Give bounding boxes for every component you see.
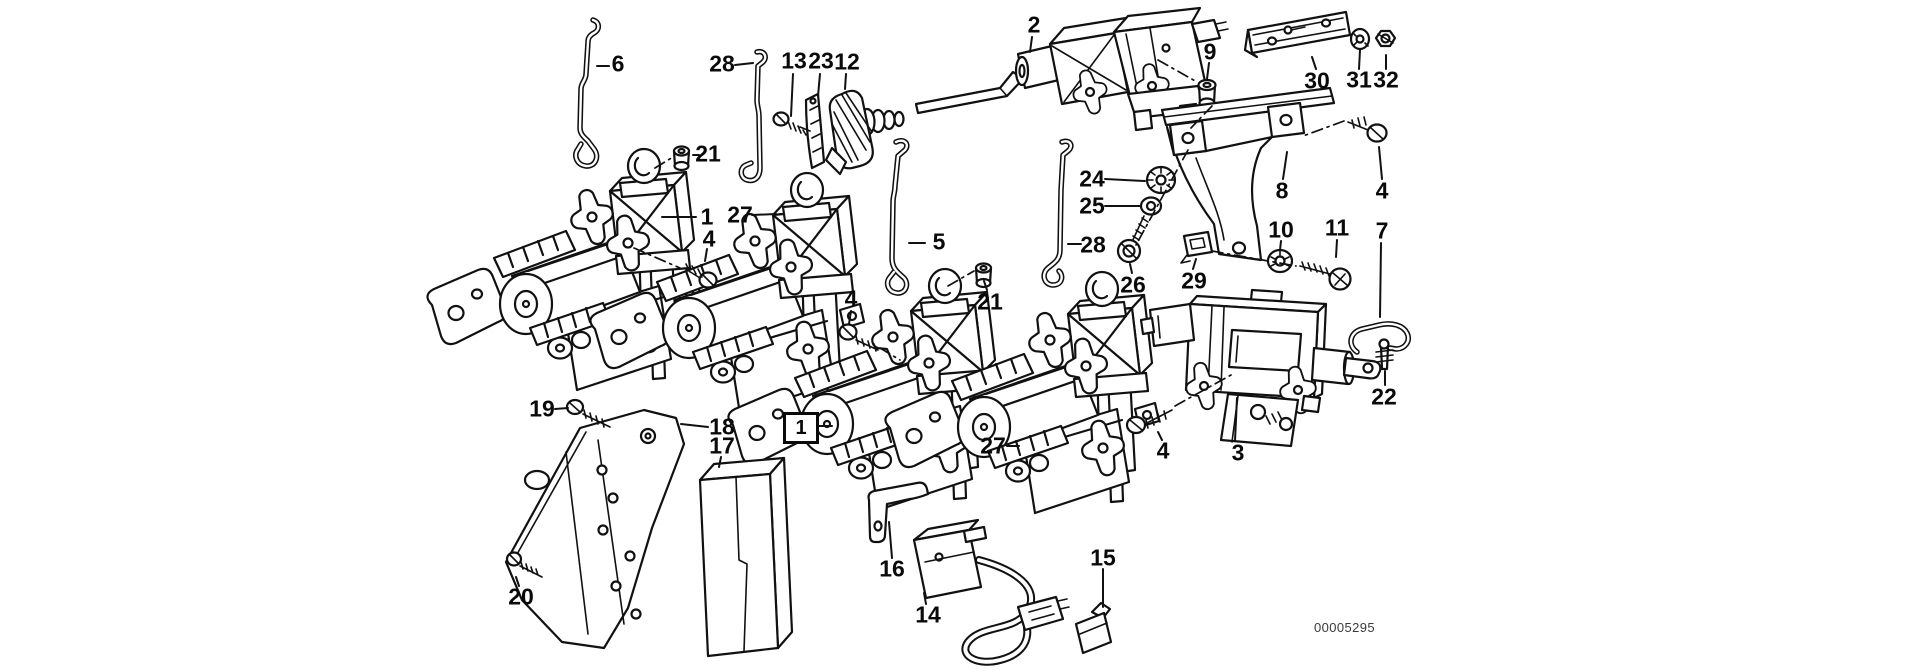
support-bracket-30 bbox=[1243, 10, 1352, 59]
switch-and-cable bbox=[867, 481, 1113, 666]
leader-lines bbox=[515, 36, 1387, 608]
callout-21-b: 21 bbox=[977, 288, 1003, 315]
callout-25: 25 bbox=[1079, 192, 1105, 219]
callout-1: 1 bbox=[700, 203, 714, 230]
callout-20: 20 bbox=[508, 583, 534, 610]
callout-21-a: 21 bbox=[695, 140, 721, 167]
cover-17 bbox=[698, 456, 794, 658]
screws bbox=[505, 116, 1388, 578]
callout-18: 18 bbox=[709, 413, 735, 440]
callout-4-c: 4 bbox=[1156, 437, 1170, 464]
washer-31 bbox=[1349, 27, 1371, 51]
drawing-number: 00005295 bbox=[1314, 620, 1376, 635]
clip-22 bbox=[1375, 338, 1394, 371]
callout-17: 17 bbox=[709, 432, 735, 459]
framed-callout-1: 1 bbox=[783, 412, 819, 444]
assembly-lines bbox=[633, 59, 1345, 407]
callout-6: 6 bbox=[611, 50, 625, 77]
callout-11: 11 bbox=[1324, 214, 1350, 241]
framed-callout-label: 1 bbox=[795, 416, 807, 439]
callout-4-a: 4 bbox=[702, 225, 716, 252]
buffer-pad-group bbox=[772, 89, 874, 176]
callout-7: 7 bbox=[1375, 217, 1389, 244]
callout-28-b: 28 bbox=[1080, 231, 1106, 258]
callout-3: 3 bbox=[1231, 439, 1245, 466]
callout-29: 29 bbox=[1181, 267, 1207, 294]
grommets bbox=[672, 78, 1217, 289]
callout-27-a: 27 bbox=[727, 201, 753, 228]
callout-16: 16 bbox=[879, 555, 905, 582]
callout-30: 30 bbox=[1304, 67, 1330, 94]
callout-12: 12 bbox=[834, 48, 860, 75]
callout-8: 8 bbox=[1275, 177, 1289, 204]
central-locking-drive-unit bbox=[858, 6, 1229, 137]
callout-23: 23 bbox=[808, 47, 834, 74]
callout-9: 9 bbox=[1203, 38, 1217, 65]
callout-15: 15 bbox=[1090, 544, 1116, 571]
door-lock-actuator-1 bbox=[427, 149, 701, 390]
mounting-plate-18 bbox=[504, 408, 686, 650]
callout-14: 14 bbox=[915, 601, 941, 628]
callout-2: 2 bbox=[1027, 11, 1041, 38]
callout-27-b: 27 bbox=[980, 432, 1006, 459]
callout-22: 22 bbox=[1371, 383, 1397, 410]
callout-10: 10 bbox=[1268, 216, 1294, 243]
callout-28-a: 28 bbox=[709, 50, 735, 77]
callout-24: 24 bbox=[1079, 165, 1105, 192]
callout-31: 31 bbox=[1346, 66, 1372, 93]
callout-19: 19 bbox=[529, 395, 555, 422]
callout-4-b: 4 bbox=[844, 285, 858, 312]
callout-5: 5 bbox=[932, 228, 946, 255]
callout-32: 32 bbox=[1373, 66, 1399, 93]
callout-26: 26 bbox=[1120, 271, 1146, 298]
connecting-rod-hooks bbox=[573, 17, 1411, 355]
callout-13: 13 bbox=[781, 47, 807, 74]
rear-lock-actuator bbox=[1139, 288, 1382, 448]
callout-4-d: 4 bbox=[1375, 177, 1389, 204]
nut-32 bbox=[1374, 29, 1397, 48]
mounting-bracket-8 bbox=[1160, 86, 1336, 262]
